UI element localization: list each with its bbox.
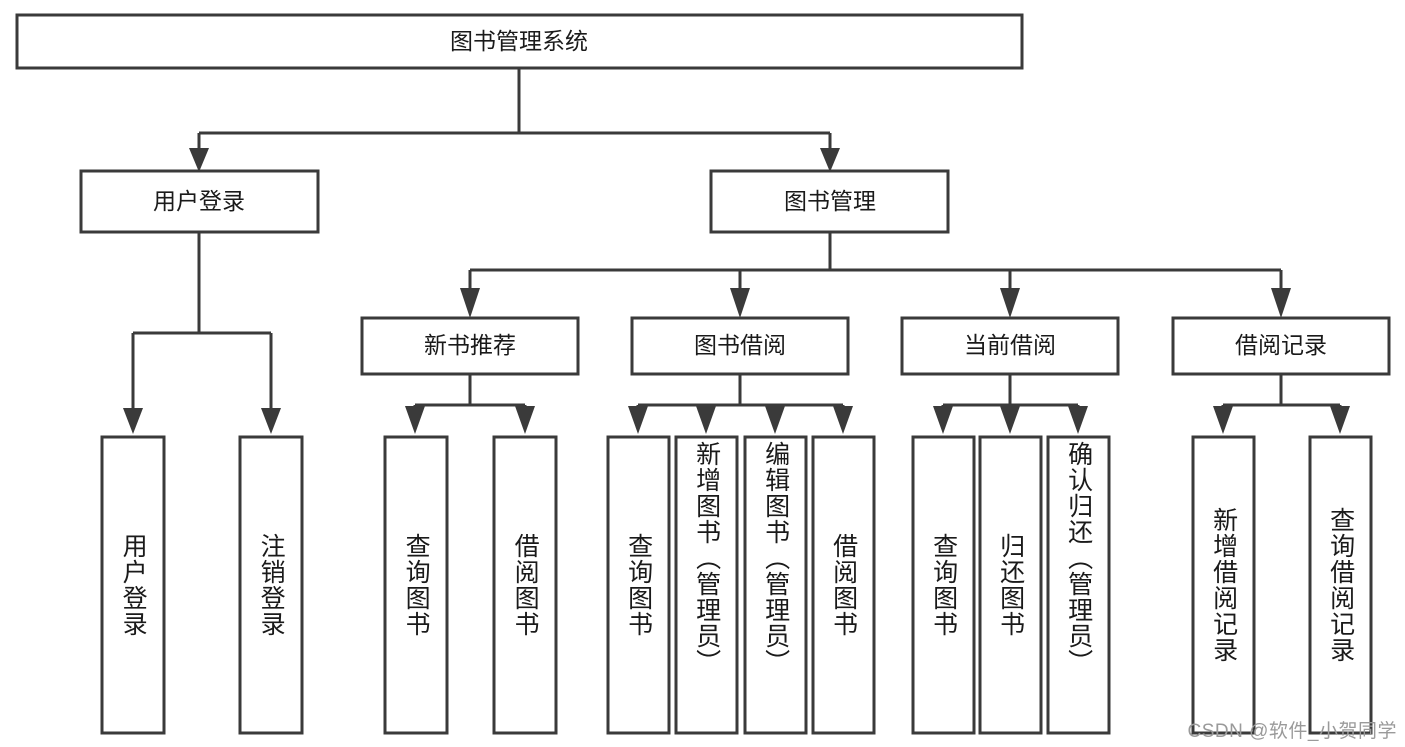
arrow-head-bb-leaf-4 bbox=[833, 406, 853, 434]
node-box-borrow-record[interactable] bbox=[1171, 316, 1391, 376]
node-box-root[interactable] bbox=[15, 13, 1024, 70]
node-box-leaf-nbr-1[interactable] bbox=[383, 435, 449, 735]
connector-group-user-login bbox=[123, 232, 281, 434]
connector-group-book-borrow bbox=[628, 374, 853, 434]
arrow-head-nbr-leaf-2 bbox=[515, 406, 535, 434]
node-box-leaf-cb-2[interactable] bbox=[978, 435, 1043, 735]
connector-group-root bbox=[189, 68, 840, 172]
arrow-head-bb-leaf-2 bbox=[696, 406, 716, 434]
node-label-user-login: 用户登录 bbox=[153, 188, 245, 214]
node-box-leaf-bb-1[interactable] bbox=[606, 435, 671, 735]
arrow-head-ul-leaf-1 bbox=[123, 408, 143, 434]
arrow-head-bb-leaf-3 bbox=[765, 406, 785, 434]
node-label-current-borrow: 当前借阅 bbox=[964, 332, 1056, 358]
node-box-leaf-bb-2[interactable] bbox=[674, 435, 739, 735]
connector-group-current-borrow bbox=[933, 374, 1088, 434]
node-box-leaf-ul-2[interactable] bbox=[238, 435, 304, 735]
node-box-leaf-nbr-2[interactable] bbox=[492, 435, 558, 735]
arrow-head-new-book bbox=[460, 288, 480, 318]
node-box-leaf-ul-1[interactable] bbox=[100, 435, 166, 735]
arrow-head-nbr-leaf-1 bbox=[405, 406, 425, 434]
node-box-leaf-br-2[interactable] bbox=[1308, 435, 1373, 735]
node-label-root: 图书管理系统 bbox=[450, 28, 588, 54]
arrow-head-br-leaf-2 bbox=[1330, 406, 1350, 434]
arrow-head-current-borrow bbox=[1000, 288, 1020, 318]
arrow-head-borrow-record bbox=[1271, 288, 1291, 318]
arrow-head-cb-leaf-3 bbox=[1068, 406, 1088, 434]
arrow-head-cb-leaf-1 bbox=[933, 406, 953, 434]
node-box-user-login[interactable] bbox=[79, 169, 320, 234]
arrow-head-ul-leaf-2 bbox=[261, 408, 281, 434]
node-label-new-book-recommend: 新书推荐 bbox=[424, 332, 516, 358]
node-box-leaf-bb-4[interactable] bbox=[811, 435, 876, 735]
node-box-current-borrow[interactable] bbox=[900, 316, 1120, 376]
arrow-head-book-borrow bbox=[730, 288, 750, 318]
arrow-head-br-leaf-1 bbox=[1213, 406, 1233, 434]
arrow-head-bb-leaf-1 bbox=[628, 406, 648, 434]
arrow-head-book-manage bbox=[820, 148, 840, 172]
arrow-head-cb-leaf-2 bbox=[1000, 406, 1020, 434]
node-label-book-manage: 图书管理 bbox=[784, 188, 876, 214]
connector-group-new-book-recommend bbox=[405, 374, 535, 434]
node-box-new-book-recommend[interactable] bbox=[360, 316, 580, 376]
node-label-book-borrow: 图书借阅 bbox=[694, 332, 786, 358]
connector-group-book-manage bbox=[460, 232, 1291, 318]
node-box-leaf-cb-1[interactable] bbox=[911, 435, 976, 735]
node-box-leaf-cb-3[interactable] bbox=[1046, 435, 1111, 735]
node-box-book-borrow[interactable] bbox=[630, 316, 850, 376]
node-box-leaf-bb-3[interactable] bbox=[743, 435, 808, 735]
node-box-leaf-br-1[interactable] bbox=[1191, 435, 1256, 735]
node-label-borrow-record: 借阅记录 bbox=[1235, 332, 1327, 358]
node-box-book-manage[interactable] bbox=[709, 169, 950, 234]
connector-group-borrow-record bbox=[1213, 374, 1350, 434]
arrow-head-user-login bbox=[189, 148, 209, 172]
watermark-text: CSDN @软件_小贺同学 bbox=[1187, 721, 1397, 742]
